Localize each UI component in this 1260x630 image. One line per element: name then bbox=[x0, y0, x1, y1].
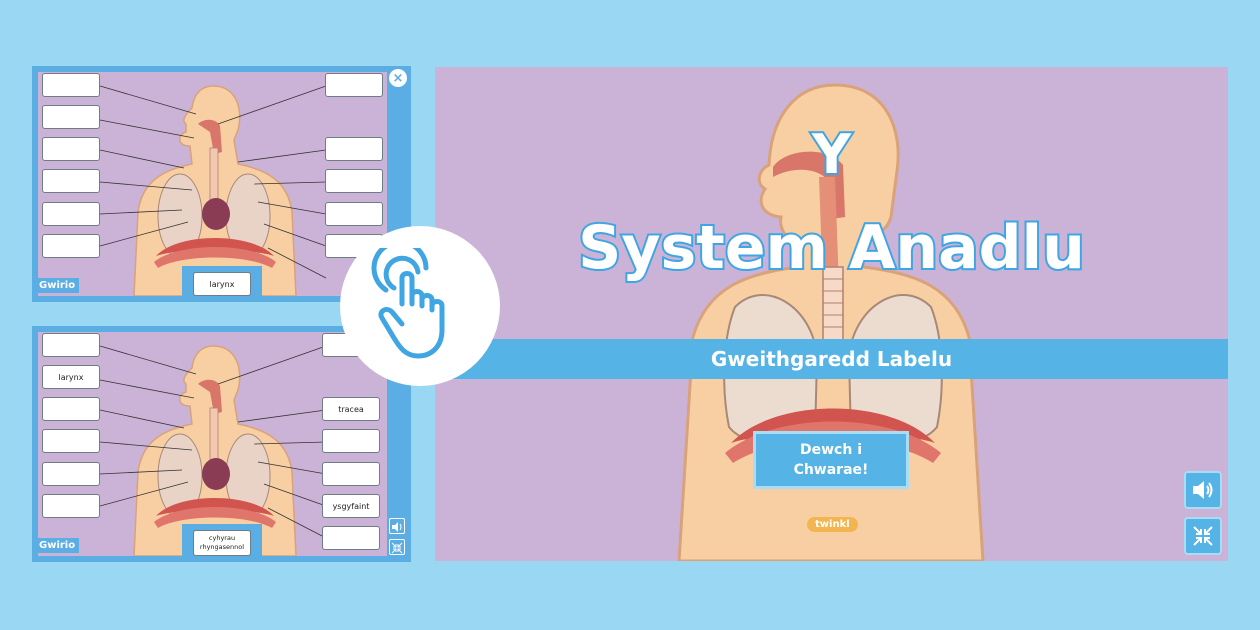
label-slot-right-2[interactable]: tracea bbox=[322, 397, 380, 421]
label-slot-left-3[interactable] bbox=[42, 137, 100, 161]
label-slot-right-4[interactable] bbox=[325, 202, 383, 226]
play-button[interactable]: Dewch i Chwarae! bbox=[753, 431, 909, 489]
label-slot-left-3[interactable] bbox=[42, 397, 100, 421]
label-slot-right-3[interactable] bbox=[325, 169, 383, 193]
subtitle-banner: Gweithgaredd Labelu bbox=[435, 339, 1228, 379]
speaker-icon[interactable] bbox=[389, 518, 405, 534]
label-slot-left-6[interactable] bbox=[42, 234, 100, 258]
thumbnail-activity-2: larynx tracea ysgyfaint cyhyrau rhyngase… bbox=[32, 326, 411, 562]
label-slot-right-5[interactable]: ysgyfaint bbox=[322, 494, 380, 518]
body-diagram bbox=[133, 345, 297, 556]
label-slot-left-2[interactable] bbox=[42, 105, 100, 129]
label-slot-right-6[interactable] bbox=[322, 526, 380, 550]
twinkl-logo: twinkl bbox=[807, 517, 858, 532]
collapse-icon[interactable] bbox=[389, 539, 405, 555]
play-button-line-2: Chwarae! bbox=[793, 462, 869, 478]
close-icon[interactable]: × bbox=[389, 69, 407, 87]
connector-lines bbox=[99, 345, 327, 539]
title-line-2: System Anadlu bbox=[576, 211, 1087, 285]
title-screen: Y System Anadlu Gweithgaredd Labelu Dewc… bbox=[435, 67, 1228, 561]
interactive-badge bbox=[340, 226, 500, 386]
title-line-1: Y bbox=[810, 121, 853, 188]
collapse-icon[interactable] bbox=[1184, 517, 1222, 555]
label-slot-left-1[interactable] bbox=[42, 73, 100, 97]
label-slot-right-4[interactable] bbox=[322, 462, 380, 486]
body-diagram bbox=[133, 85, 297, 296]
label-slot-left-4[interactable] bbox=[42, 429, 100, 453]
label-slot-left-1[interactable] bbox=[42, 333, 100, 357]
speaker-icon[interactable] bbox=[1184, 471, 1222, 509]
pointer-hand-icon bbox=[371, 248, 445, 359]
label-slot-right-2[interactable] bbox=[325, 137, 383, 161]
play-button-line-1: Dewch i bbox=[800, 442, 862, 458]
connector-lines bbox=[99, 85, 327, 279]
label-slot-left-5[interactable] bbox=[42, 462, 100, 486]
draggable-label[interactable]: cyhyrau rhyngasennol bbox=[193, 530, 251, 556]
label-slot-right-3[interactable] bbox=[322, 429, 380, 453]
draggable-label[interactable]: larynx bbox=[193, 272, 251, 296]
label-slot-left-6[interactable] bbox=[42, 494, 100, 518]
label-slot-left-4[interactable] bbox=[42, 169, 100, 193]
check-button[interactable]: Gwirio bbox=[35, 538, 80, 553]
label-slot-left-5[interactable] bbox=[42, 202, 100, 226]
label-slot-right-1[interactable] bbox=[325, 73, 383, 97]
thumbnail-activity-1: larynx Gwirio × bbox=[32, 66, 411, 302]
check-button[interactable]: Gwirio bbox=[35, 278, 80, 293]
label-slot-left-2[interactable]: larynx bbox=[42, 365, 100, 389]
